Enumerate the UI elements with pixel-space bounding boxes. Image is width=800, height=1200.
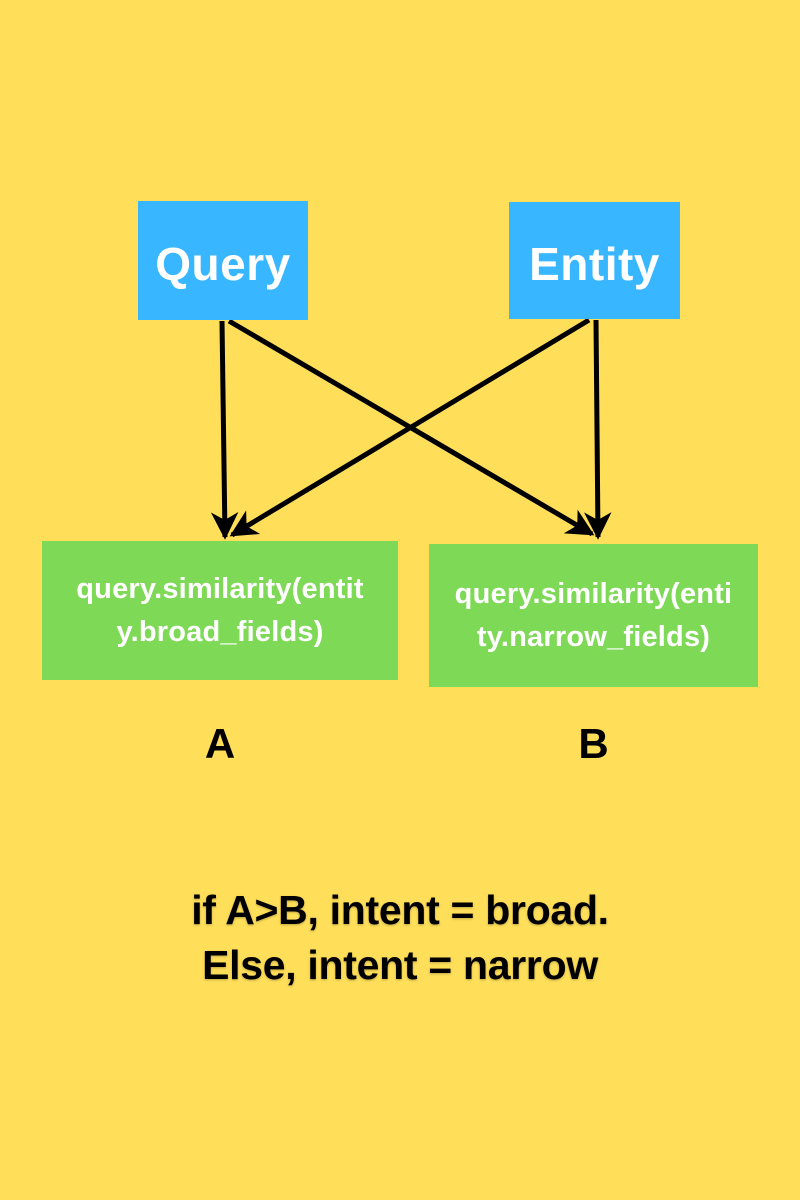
narrow-similarity-line1: query.similarity(enti: [454, 577, 733, 610]
arrow-entity-to-broad: [229, 317, 591, 538]
entity-node: Entity: [509, 202, 680, 319]
broad-similarity-line1: query.similarity(entit: [76, 572, 364, 605]
query-node-label: Query: [155, 237, 291, 290]
decision-rule-line1: if A>B, intent = broad.: [191, 887, 609, 933]
broad-similarity-node: query.similarity(entit y.broad_fields): [42, 541, 398, 680]
broad-similarity-line2: y.broad_fields): [116, 615, 324, 648]
result-label-a: A: [204, 720, 236, 767]
arrow-query-to-narrow: [227, 318, 595, 537]
entity-node-label: Entity: [529, 237, 660, 290]
narrow-similarity-line2: ty.narrow_fields): [476, 620, 711, 653]
arrow-query-to-broad: [210, 320, 239, 540]
decision-rule-caption: if A>B, intent = broad. Else, intent = n…: [0, 883, 800, 993]
decision-rule-line2: Else, intent = narrow: [202, 942, 598, 988]
narrow-similarity-node: query.similarity(enti ty.narrow_fields): [429, 544, 758, 687]
query-node: Query: [138, 201, 308, 320]
result-label-b: B: [578, 720, 609, 767]
arrow-entity-to-narrow: [584, 319, 612, 540]
